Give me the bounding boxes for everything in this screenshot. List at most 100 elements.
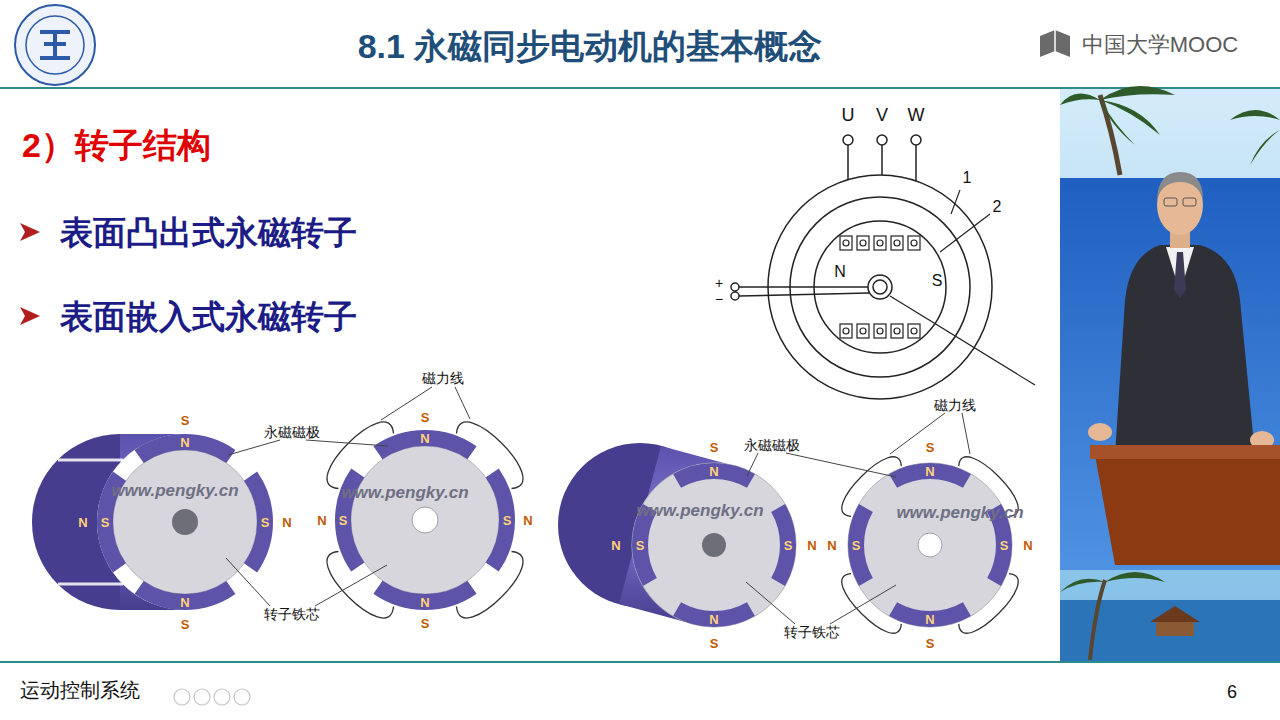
motor-schematic <box>911 240 917 246</box>
flux-line <box>842 574 902 634</box>
presenter-photo <box>1060 86 1280 661</box>
leader-line <box>746 582 795 624</box>
slide-title: 8.1 永磁同步电动机的基本概念 <box>358 29 823 63</box>
rotor-3d-surface <box>113 450 257 594</box>
motor-schematic <box>847 145 849 180</box>
pole-letter: S <box>926 637 935 650</box>
presenter-photo <box>1090 445 1280 459</box>
motor-schematic <box>877 135 887 145</box>
mooc-logo-icon <box>1054 30 1056 51</box>
rotor-section-embedded <box>848 463 1012 627</box>
presenter-photo <box>1150 606 1200 622</box>
flux-line <box>457 552 524 619</box>
presenter-photo <box>1164 198 1177 206</box>
part-label: 转子铁芯 <box>264 607 320 621</box>
motor-schematic <box>874 324 886 338</box>
nav-icon <box>194 689 210 705</box>
pole-letter: S <box>710 441 719 454</box>
rotor-3d-surface <box>172 509 198 535</box>
motor-schematic <box>860 240 866 246</box>
watermark: www.pengky.cn <box>341 484 468 501</box>
pole-letter: N <box>78 516 87 529</box>
pole-letter: N <box>807 539 816 552</box>
leader-line <box>962 413 970 454</box>
part-label: 永磁磁极 <box>744 438 800 452</box>
motor-schematic <box>873 280 887 294</box>
leader-line <box>226 387 970 624</box>
motor-schematic <box>877 240 883 246</box>
pole-letter: S <box>339 514 348 527</box>
rotor-3d-embedded <box>702 533 726 557</box>
rotor-3d-embedded <box>640 471 788 619</box>
motor-schematic <box>891 324 903 338</box>
bullet-text: 表面凸出式永磁转子 <box>60 216 357 249</box>
leader-line <box>786 453 896 477</box>
nav-icon <box>174 689 190 705</box>
rotor-section-embedded <box>856 471 1004 619</box>
pole-letter: N <box>827 539 836 552</box>
rotor-3d-embedded <box>632 463 796 627</box>
rotor-section-surface <box>343 438 507 602</box>
pole-letter: N <box>420 432 429 445</box>
leader-line <box>315 565 387 606</box>
terminal-label: U <box>842 106 855 124</box>
part-label: 转子铁芯 <box>784 625 840 639</box>
watermark: www.pengky.cn <box>896 504 1023 521</box>
pole-letter: S <box>503 514 512 527</box>
bullet-arrow <box>20 223 40 325</box>
flux-line <box>327 422 523 618</box>
leader-line <box>228 440 280 455</box>
nav-icon <box>174 689 250 705</box>
header-rule <box>0 87 1280 89</box>
pole-letter: S <box>784 539 793 552</box>
presenter-photo <box>1230 110 1280 165</box>
pole-letter: S <box>421 617 430 630</box>
bullet-text: 表面嵌入式永磁转子 <box>60 300 357 333</box>
footer-text: 运动控制系统 <box>20 680 140 700</box>
part-label: 永磁磁极 <box>264 425 320 439</box>
pole-letter: N <box>611 539 620 552</box>
part-label: 磁力线 <box>934 398 976 412</box>
presenter-photo <box>1157 172 1203 200</box>
pole-letter: S <box>926 441 935 454</box>
terminal-label: V <box>876 106 888 124</box>
motor-schematic <box>731 135 1035 399</box>
watermark: www.pengky.cn <box>636 502 763 519</box>
pole-letter: N <box>709 613 718 626</box>
presenter-photo <box>1095 450 1280 565</box>
pole-letter: S <box>181 618 190 631</box>
flux-line <box>842 457 1018 633</box>
presenter-photo <box>1183 198 1196 206</box>
pole-letter: S <box>261 516 270 529</box>
motor-schematic <box>940 214 990 252</box>
motor-schematic <box>915 145 917 181</box>
motor-schematic <box>881 145 883 175</box>
pole-letter: S <box>181 414 190 427</box>
leader-line <box>830 585 896 624</box>
presenter-photo <box>1060 89 1280 661</box>
university-logo <box>40 32 70 58</box>
leader-line <box>455 387 470 419</box>
terminal-label: W <box>908 106 925 124</box>
part-label: 磁力线 <box>422 371 464 385</box>
pole-letter: N <box>1023 539 1032 552</box>
rotor-section-surface <box>343 438 507 602</box>
flux-line <box>457 422 524 489</box>
pole-letter: S <box>421 411 430 424</box>
motor-schematic <box>908 324 920 338</box>
motor-schematic <box>891 236 903 250</box>
presenter-photo <box>1088 423 1112 441</box>
watermark: www.pengky.cn <box>111 482 238 499</box>
flux-line <box>842 457 902 517</box>
callout-number: 1 <box>963 170 972 186</box>
pole-letter: S <box>101 516 110 529</box>
nav-icon <box>234 689 250 705</box>
motor-schematic <box>857 324 869 338</box>
pole-letter: N <box>834 264 846 280</box>
rotor-3d-surface <box>32 434 273 610</box>
motor-schematic <box>911 135 921 145</box>
pole-letter: N <box>282 516 291 529</box>
